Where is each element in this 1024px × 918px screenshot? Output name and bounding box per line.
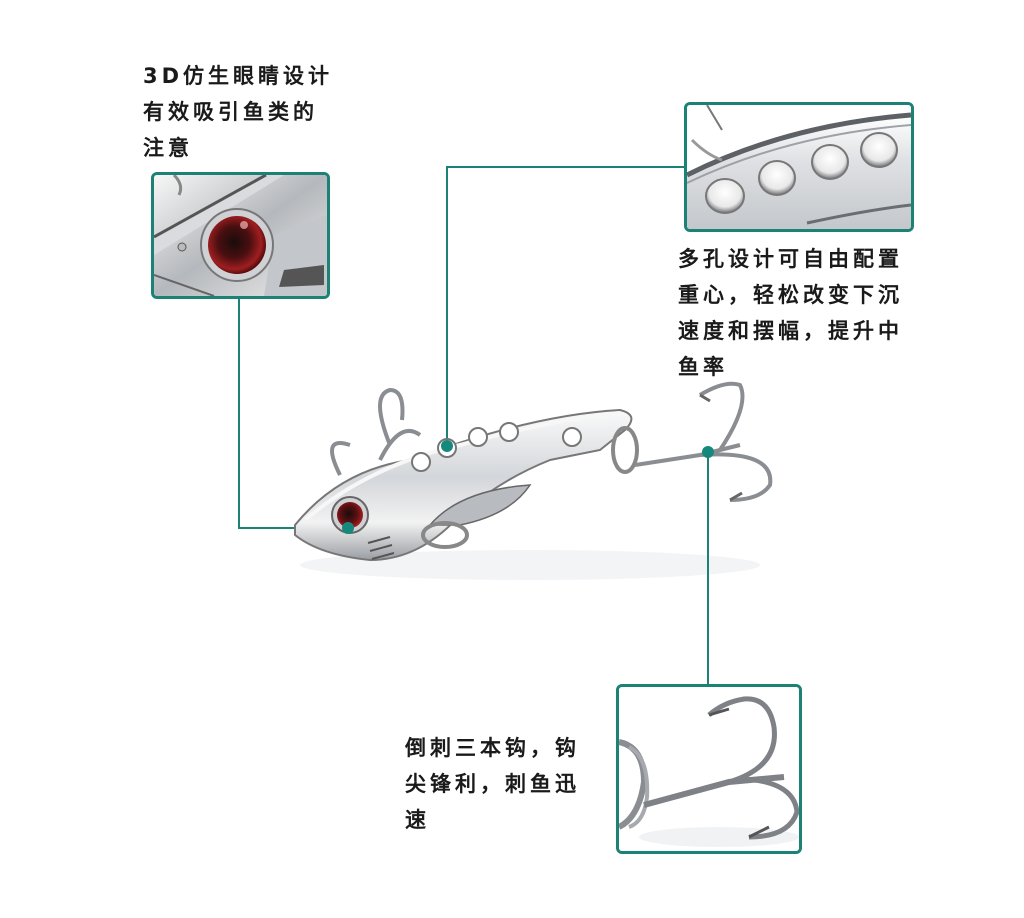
holes-callout-line-4: 鱼率 xyxy=(678,355,728,379)
eye-detail-image xyxy=(151,172,330,299)
hook-callout-line-3: 速 xyxy=(405,808,430,832)
eye-callout-line-3: 注意 xyxy=(143,136,193,160)
eye-callout-line-1: 3D仿生眼睛设计 xyxy=(143,64,334,88)
hook-callout-line-1: 倒刺三本钩，钩 xyxy=(405,736,580,760)
holes-callout-line-1: 多孔设计可自由配置 xyxy=(678,247,903,271)
metal-blade-lure-icon xyxy=(294,381,773,580)
eye-leader-line-vertical xyxy=(238,299,240,528)
holes-leader-line-vertical xyxy=(446,166,448,442)
holes-callout-line-2: 重心，轻松改变下沉 xyxy=(678,283,903,307)
hook-callout-line-2: 尖锋利，刺鱼迅 xyxy=(405,772,580,796)
eye-callout-text: 3D仿生眼睛设计 有效吸引鱼类的 注意 xyxy=(143,58,333,166)
holes-leader-line-horizontal xyxy=(446,166,684,168)
holes-callout-text: 多孔设计可自由配置 重心，轻松改变下沉 速度和摆幅，提升中 鱼率 xyxy=(678,241,903,385)
treble-hook-icon xyxy=(619,687,799,851)
holes-callout-line-3: 速度和摆幅，提升中 xyxy=(678,319,903,343)
holes-detail-image xyxy=(684,102,914,232)
lure-eye-icon xyxy=(154,175,327,296)
hook-callout-text: 倒刺三本钩，钩 尖锋利，刺鱼迅 速 xyxy=(405,730,580,838)
holes-leader-dot xyxy=(441,440,453,452)
lure-product-image xyxy=(280,375,780,585)
eye-leader-dot xyxy=(342,522,354,534)
hook-leader-line-vertical xyxy=(707,452,709,685)
lure-holes-icon xyxy=(687,105,911,229)
eye-leader-line-horizontal xyxy=(238,527,346,529)
eye-callout-line-2: 有效吸引鱼类的 xyxy=(143,100,318,124)
hook-detail-image xyxy=(616,684,802,854)
